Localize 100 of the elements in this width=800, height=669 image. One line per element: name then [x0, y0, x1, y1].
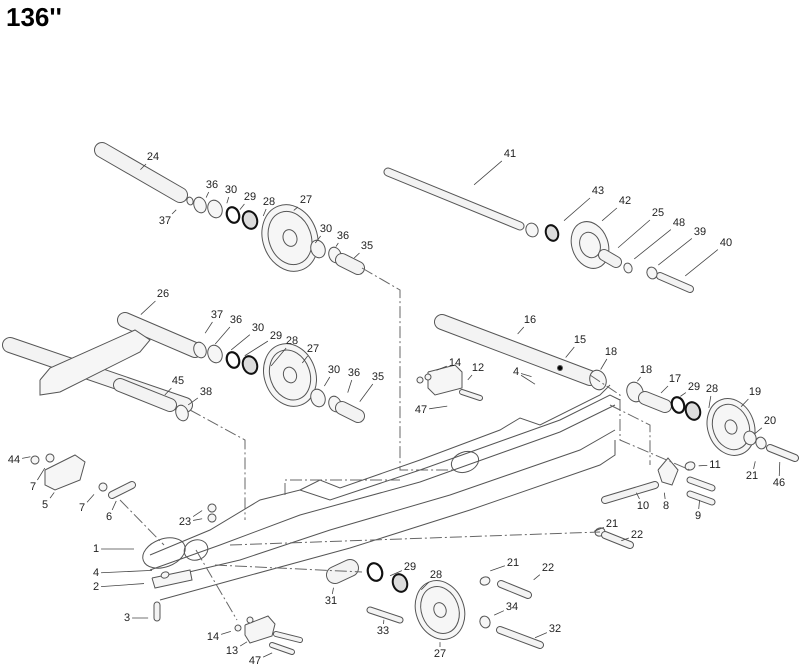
leader-line — [192, 510, 203, 517]
leader-line — [520, 374, 536, 385]
leader-line — [740, 398, 749, 408]
leader-line — [172, 209, 177, 214]
callout-number: 35 — [360, 240, 374, 252]
callout-number: 17 — [668, 373, 682, 385]
leader-line — [302, 356, 308, 364]
callout-number: 32 — [548, 623, 562, 635]
callout-number: 36 — [336, 230, 350, 242]
leader-line — [332, 587, 334, 594]
callout-number: 21 — [506, 557, 520, 569]
leader-line — [664, 492, 666, 500]
leader-line — [534, 632, 548, 638]
callout-number: 24 — [146, 151, 160, 163]
callout-number: 38 — [198, 386, 214, 398]
callout-number: 29 — [268, 330, 284, 342]
callout-number: 34 — [504, 601, 520, 613]
leader-line — [220, 630, 232, 635]
leader-line — [618, 220, 650, 248]
leader-line — [428, 406, 448, 410]
leader-line — [354, 252, 360, 258]
leader-line — [698, 500, 700, 510]
leader-line — [520, 373, 532, 378]
callout-number: 26 — [156, 288, 170, 300]
leader-line — [214, 326, 230, 344]
leader-line — [602, 208, 618, 222]
callout-number: 37 — [158, 215, 172, 227]
callout-number: 14 — [448, 357, 462, 369]
callout-number: 10 — [636, 500, 650, 512]
callout-number: 25 — [650, 207, 666, 219]
callout-number: 39 — [692, 226, 708, 238]
callout-number: 33 — [376, 625, 390, 637]
callout-number: 28 — [262, 196, 276, 208]
callout-number: 41 — [502, 148, 518, 160]
callout-number: 47 — [248, 655, 262, 667]
leader-line — [314, 236, 322, 244]
leader-line — [753, 460, 756, 470]
leader-line — [620, 538, 630, 542]
callout-number: 4 — [92, 567, 100, 579]
callout-number: 36 — [346, 367, 362, 379]
callout-number: 46 — [772, 477, 786, 489]
leader-line — [564, 198, 590, 222]
callout-number: 35 — [370, 371, 386, 383]
leader-line — [230, 334, 250, 350]
leader-line — [698, 464, 708, 466]
leader-line — [192, 518, 203, 521]
leader-line — [565, 346, 575, 358]
callout-number: 42 — [618, 195, 632, 207]
leader-line — [708, 396, 712, 408]
callout-number: 36 — [204, 179, 220, 191]
callout-number: 44 — [6, 454, 22, 466]
callout-number: 11 — [708, 459, 722, 471]
callout-number: 6 — [104, 511, 114, 523]
callout-number: 43 — [590, 185, 606, 197]
leader-line — [293, 206, 298, 211]
callout-number: 14 — [206, 631, 220, 643]
callout-number: 45 — [170, 375, 186, 387]
callout-number: 29 — [402, 561, 418, 573]
callout-number: 28 — [704, 383, 720, 395]
leader-line — [262, 208, 267, 216]
callout-number: 22 — [540, 562, 556, 574]
leader-line — [594, 526, 604, 532]
leader-line — [636, 492, 640, 500]
leader-line — [467, 374, 472, 380]
callout-number: 31 — [324, 595, 338, 607]
leader-line — [660, 386, 668, 394]
leader-line — [336, 242, 339, 247]
callout-number: 28 — [428, 569, 444, 581]
leader-line — [204, 322, 213, 334]
callout-number: 29 — [686, 381, 702, 393]
leader-line — [22, 456, 31, 459]
callout-number: 16 — [522, 314, 538, 326]
callout-number: 27 — [298, 194, 314, 206]
leader-line — [36, 468, 46, 480]
leader-line — [140, 164, 146, 170]
leader-line — [226, 196, 230, 204]
callout-number: 13 — [224, 645, 240, 657]
leader-line — [754, 427, 762, 434]
leader-line — [50, 492, 55, 498]
callout-number: 8 — [662, 500, 670, 512]
callout-number: 12 — [470, 362, 486, 374]
leader-line — [270, 348, 287, 366]
leader-line — [100, 570, 152, 574]
callout-number: 15 — [572, 334, 588, 346]
callout-number: 36 — [228, 314, 244, 326]
title: 136'' — [6, 4, 62, 30]
leader-line — [636, 376, 642, 382]
leader-line — [533, 574, 540, 580]
callout-number: 2 — [92, 581, 100, 593]
callout-number: 30 — [250, 322, 266, 334]
callout-number: 23 — [178, 516, 192, 528]
callout-number: 19 — [748, 386, 762, 398]
leader-line — [240, 641, 248, 646]
leader-line — [112, 500, 117, 510]
leader-line — [244, 340, 268, 356]
callout-number: 48 — [672, 217, 686, 229]
leader-line — [634, 229, 672, 260]
callout-number: 30 — [318, 223, 334, 235]
leader-line — [140, 300, 156, 315]
callout-number: 1 — [92, 543, 100, 555]
